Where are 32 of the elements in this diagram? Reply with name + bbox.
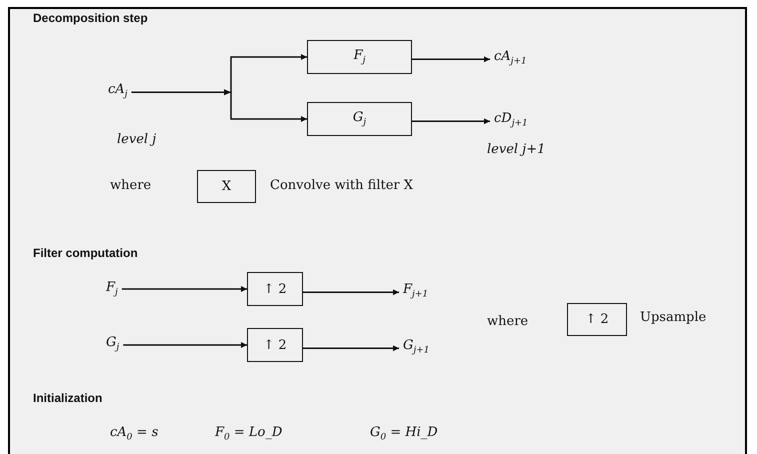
section-heading: Initialization [33,390,102,407]
where-label: where [487,313,528,331]
variable-label: F$_{j}$ [106,279,118,302]
variable-label: cD$_{j+1}$ [494,110,528,133]
level-label: level j+1 [487,141,546,159]
note-text: Convolve with filter X [270,177,414,195]
upsample-box: ↑ 2 [567,303,627,336]
arrow [122,286,247,292]
filter-box: F$_{j}$ [307,40,412,74]
section-heading: Decomposition step [33,10,148,27]
level-label: level j [117,131,156,149]
variable-label: F$_{j+1}$ [403,281,428,304]
variable-label: cA$_{j+1}$ [494,48,527,71]
where-label: where [110,177,152,195]
variable-label: G$_{j+1}$ [403,337,430,360]
arrow [303,289,399,296]
equation: F$_{0}$ = Lo_D [215,424,282,445]
section-heading: Filter computation [33,245,138,262]
note-text: Upsample [640,309,706,327]
arrow [123,342,247,348]
arrow [412,118,490,124]
equation: cA$_{0}$ = s [110,424,158,445]
upsample-box: ↑ 2 [247,328,303,362]
upsample-box: ↑ 2 [247,272,303,306]
arrow [303,345,399,352]
variable-label: G$_{j}$ [106,334,120,357]
filter-box: G$_{j}$ [307,102,412,136]
filter-box: X [197,170,256,203]
arrow [412,56,490,62]
variable-label: cA$_{j}$ [108,81,128,104]
equation: G$_{0}$ = Hi_D [370,424,438,445]
arrow [131,89,307,122]
